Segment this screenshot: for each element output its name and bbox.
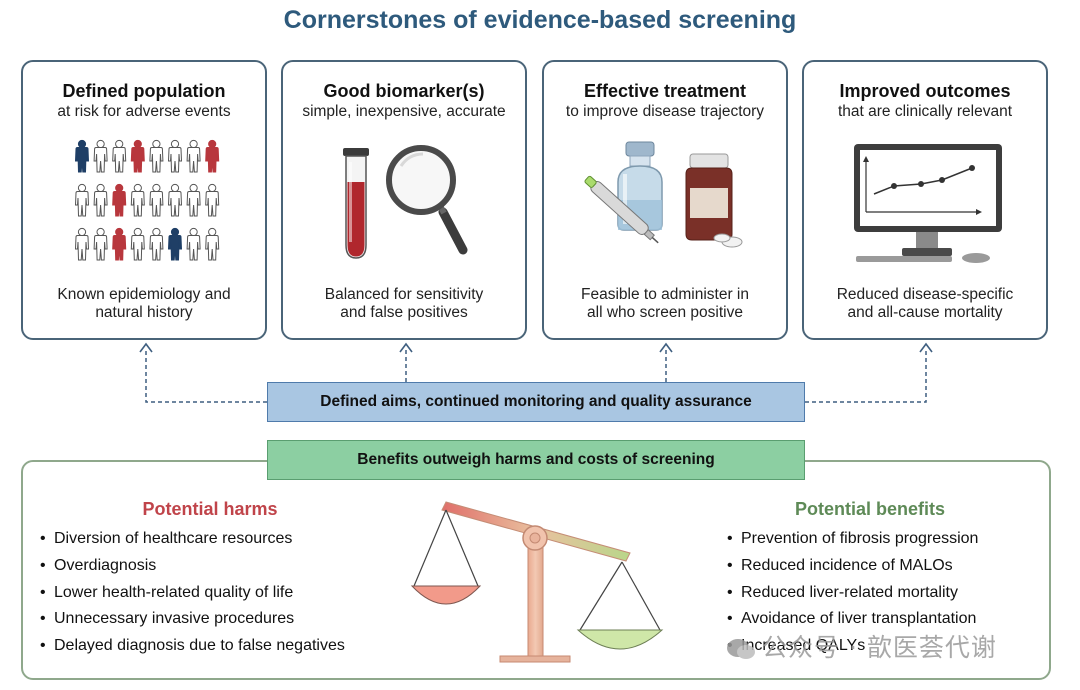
card-effective-treatment: Effective treatment to improve disease t… — [542, 60, 788, 340]
card-title: Improved outcomes — [839, 81, 1011, 101]
harms-heading: Potential harms — [142, 499, 278, 519]
aims-bar: Defined aims, continued monitoring and q… — [267, 382, 805, 422]
card-title: Effective treatment — [583, 81, 747, 101]
card-footnote-line: all who screen positive — [587, 304, 743, 321]
list-item: Lower health-related quality of life — [40, 580, 345, 607]
card-footnote-line: Balanced for sensitivity — [324, 286, 484, 303]
card-footnote-line: Reduced disease-specific — [836, 286, 1014, 303]
list-item: Prevention of fibrosis progression — [727, 526, 978, 553]
card-footnote: Reduced disease-specific and all-cause m… — [814, 286, 1036, 322]
card-footnote: Balanced for sensitivity and false posit… — [293, 286, 515, 322]
harms-list: Diversion of healthcare resources Overdi… — [40, 526, 345, 660]
list-item: Unnecessary invasive procedures — [40, 606, 345, 633]
medicine-bottle-icon — [685, 153, 743, 248]
card-subtitle: that are clinically relevant — [837, 103, 1013, 120]
watermark: 公众号 · 歆医荟代谢 — [726, 628, 1056, 668]
page-title: Cornerstones of evidence-based screening — [283, 6, 797, 34]
card-footnote: Feasible to administer in all who screen… — [554, 286, 776, 322]
list-item: Reduced incidence of MALOs — [727, 553, 978, 580]
card-footnote-line: and false positives — [340, 304, 468, 321]
list-item: Increased QALYs — [727, 633, 978, 660]
card-art — [343, 145, 468, 259]
card-footnote-line: natural history — [95, 304, 193, 321]
injection-pen-icon — [584, 175, 659, 244]
card-subtitle: at risk for adverse events — [57, 103, 231, 120]
card-title: Defined population — [62, 81, 226, 101]
card-subtitle: to improve disease trajectory — [565, 103, 765, 120]
card-footnote-line: and all-cause mortality — [847, 304, 1003, 321]
benefits-list: Prevention of fibrosis progression Reduc… — [727, 526, 978, 660]
computer-chart-icon — [854, 144, 1002, 263]
benefits-heading: Potential benefits — [794, 499, 946, 519]
list-item: Avoidance of liver transplantation — [727, 606, 978, 633]
test-tube-icon — [343, 148, 369, 259]
card-footnote-line: Known epidemiology and — [57, 286, 231, 303]
card-good-biomarkers: Good biomarker(s) simple, inexpensive, a… — [281, 60, 527, 340]
card-art — [584, 141, 743, 248]
list-item: Overdiagnosis — [40, 553, 345, 580]
list-item: Diversion of healthcare resources — [40, 526, 345, 553]
list-item: Delayed diagnosis due to false negatives — [40, 633, 345, 660]
magnifier-icon — [386, 145, 468, 255]
wechat-icon — [726, 637, 756, 661]
benefits-outweigh-bar: Benefits outweigh harms and costs of scr… — [267, 440, 805, 480]
card-improved-outcomes: Improved outcomes that are clinically re… — [802, 60, 1048, 340]
card-subtitle: simple, inexpensive, accurate — [302, 103, 506, 120]
watermark-text: 公众号 · 歆医荟代谢 — [762, 633, 997, 662]
card-footnote: Known epidemiology and natural history — [33, 286, 255, 322]
list-item: Reduced liver-related mortality — [727, 580, 978, 607]
card-title: Good biomarker(s) — [323, 81, 485, 101]
card-defined-population: Defined population at risk for adverse e… — [21, 60, 267, 340]
card-footnote-line: Feasible to administer in — [581, 286, 749, 303]
